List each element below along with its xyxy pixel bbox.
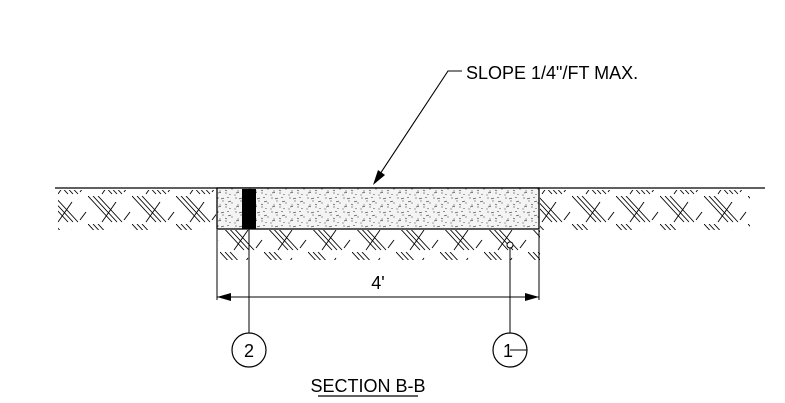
expansion-joint (242, 189, 256, 229)
earth-hatch-right (540, 190, 750, 230)
earth-hatch-left (58, 190, 216, 230)
slope-leader-arrow (373, 170, 385, 185)
dimension-label: 4' (371, 273, 384, 293)
callout-2-circle (231, 332, 267, 368)
slope-leader-line (377, 70, 462, 178)
dim-arrow-left (217, 293, 231, 301)
section-title: SECTION B-B (310, 376, 425, 396)
earth-hatch-bottom (218, 230, 540, 260)
concrete-slab (216, 187, 540, 230)
callout-1-label: 1 (503, 341, 513, 361)
slope-note: SLOPE 1/4"/FT MAX. (466, 63, 638, 83)
callout-2-label: 2 (244, 341, 254, 361)
dim-arrow-right (525, 293, 539, 301)
anchor-marker (506, 241, 514, 249)
